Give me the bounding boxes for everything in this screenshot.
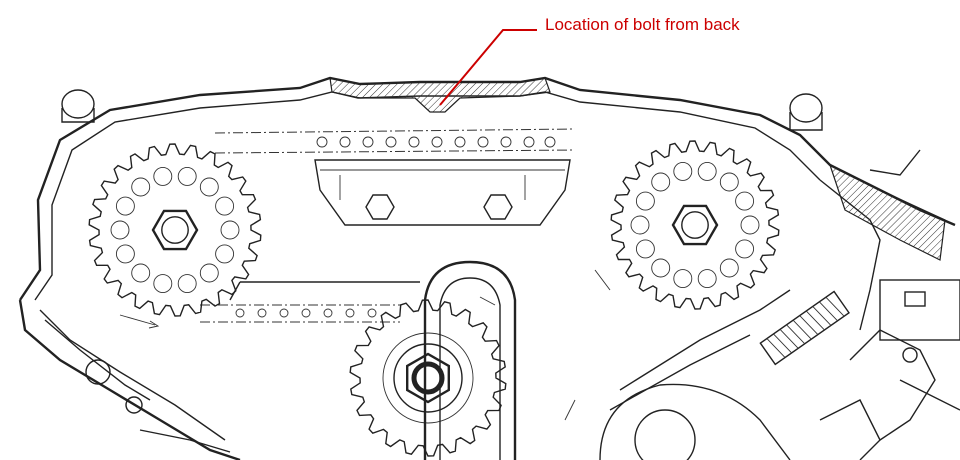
sprocket-icon xyxy=(349,299,507,457)
lower-right-sprocket xyxy=(599,289,791,460)
hex-bolt-icon xyxy=(365,194,395,220)
top-right-stud xyxy=(789,93,823,131)
top-left-stud xyxy=(61,89,95,123)
upper-chain xyxy=(214,128,576,154)
sprocket-icon xyxy=(88,143,262,317)
callout-leader-line xyxy=(439,29,537,106)
center-bracket xyxy=(314,159,571,226)
lower-chain xyxy=(200,304,400,323)
callout-label: Location of bolt from back xyxy=(545,15,740,34)
lower-left-cover xyxy=(44,281,420,453)
shift-spring xyxy=(759,149,960,460)
chain-guide xyxy=(423,260,517,460)
rotation-arrows xyxy=(119,269,611,421)
hex-bolt-icon xyxy=(483,194,513,220)
housing-outline xyxy=(18,76,956,460)
sprocket-icon xyxy=(610,140,780,310)
